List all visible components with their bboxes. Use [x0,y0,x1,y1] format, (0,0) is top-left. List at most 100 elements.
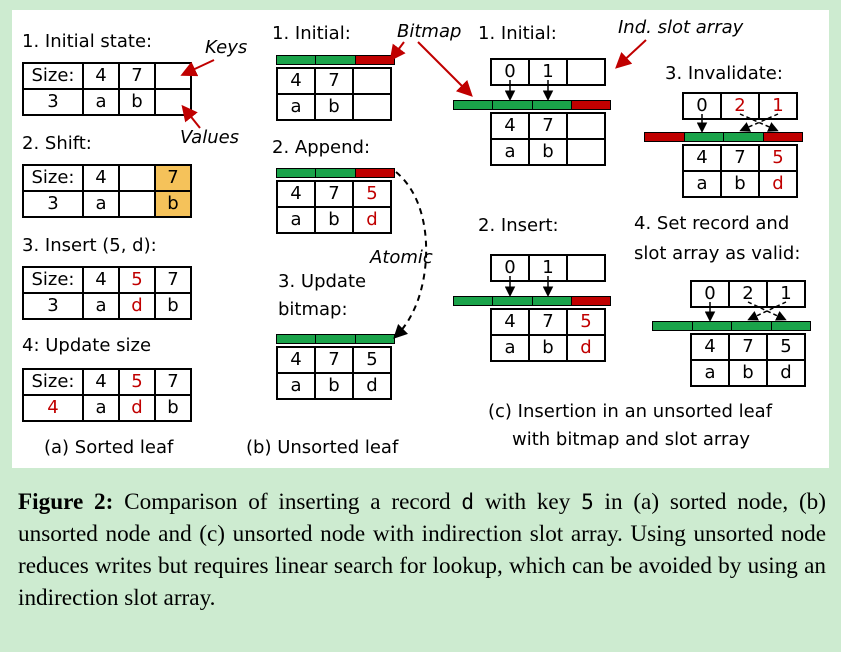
value-cell: a [82,394,120,422]
key-cell: 7 [314,67,354,95]
size-label: Size: [22,266,84,294]
b-step3-label-2: bitmap: [278,299,348,320]
atomic-dashed-arrow [393,171,428,339]
value-cell: d [766,359,806,387]
b-bitmap-2 [276,168,395,178]
key-cell: 5 [566,308,606,336]
key-cell: 4 [276,180,316,208]
c-step1-label: 1. Initial: [478,23,557,44]
size-value: 4 [22,394,84,422]
bitmap-arrow-c [417,41,473,97]
b-step2-label: 2. Append: [272,137,371,158]
b-step3-label-1: 3. Update [278,271,367,292]
key-cell: 7 [154,368,192,396]
value-cell: b [154,190,192,218]
c-step2-label: 2. Insert: [478,215,559,236]
key-cell: 4 [82,164,120,192]
key-cell: 5 [118,266,156,294]
value-cell: b [314,372,354,400]
value-cell: a [82,88,120,116]
slot-array-label: Ind. slot array [618,17,744,38]
slot-cell: 1 [528,58,568,86]
value-cell: a [82,190,120,218]
key-cell: 5 [758,144,798,172]
key-cell: 4 [490,112,530,140]
key-cell: 4 [690,333,730,361]
value-cell: b [154,292,192,320]
value-cell: b [154,394,192,422]
caption-text: Comparison of inserting a record [113,489,462,515]
size-label: Size: [22,368,84,396]
slot-cell: 2 [728,280,768,308]
bitmap-arrow-b [389,41,406,62]
keys-arrow [180,59,215,77]
a-step3-label: 3. Insert (5, d): [22,235,157,256]
b-step1-label: 1. Initial: [272,23,351,44]
value-cell: d [566,334,606,362]
key-cell: 4 [276,67,316,95]
key-cell: 7 [720,144,760,172]
caption-text: with key [474,489,582,515]
values-label: Values [180,127,240,148]
arrows-overlay [180,39,787,339]
key-cell: 5 [766,333,806,361]
value-cell: a [490,138,530,166]
value-cell [154,88,192,116]
value-cell: a [490,334,530,362]
value-cell [118,190,156,218]
figure-label: Figure 2: [18,489,114,515]
key-cell: 4 [82,368,120,396]
slot-cell [566,254,606,282]
atomic-label: Atomic [370,247,433,268]
key-cell: 7 [314,346,354,374]
figure-caption: Figure 2: Comparison of inserting a reco… [18,486,826,614]
c-step3-label: 3. Invalidate: [665,63,783,84]
a-caption: (a) Sorted leaf [44,437,174,458]
value-cell [352,93,392,121]
value-cell: a [682,170,722,198]
b-bitmap-3 [276,334,395,344]
key-cell: 5 [118,368,156,396]
key-cell: 7 [154,266,192,294]
value-cell: a [82,292,120,320]
value-cell: b [314,93,354,121]
bitmap-label: Bitmap [397,21,462,42]
caption-text: in (a) sorted node, (b) unsorted node an… [18,489,826,611]
value-cell: a [276,93,316,121]
c-caption-line1: (c) Insertion in an unsorted leaf [488,401,773,422]
value-cell: b [720,170,760,198]
c-bitmap-4 [652,321,811,331]
key-cell: 4 [82,62,120,90]
slot-pointer-cross [747,301,787,321]
caption-record: d [461,490,475,514]
key-cell: 7 [528,308,568,336]
key-cell: 7 [314,180,354,208]
key-cell: 5 [352,180,392,208]
value-cell: a [276,372,316,400]
c-step4-label-1: 4. Set record and [634,213,790,234]
key-cell: 4 [82,266,120,294]
c-step4-label-2: slot array as valid: [634,243,801,264]
value-cell: b [728,359,768,387]
value-cell: d [352,372,392,400]
size-label: Size: [22,62,84,90]
keys-label: Keys [205,37,248,58]
c-bitmap-2 [453,296,611,306]
value-cell: a [276,206,316,234]
slot-cell: 1 [758,92,798,120]
slot-pointer-cross [739,113,779,132]
value-cell: b [118,88,156,116]
value-cell: d [758,170,798,198]
size-label: Size: [22,164,84,192]
